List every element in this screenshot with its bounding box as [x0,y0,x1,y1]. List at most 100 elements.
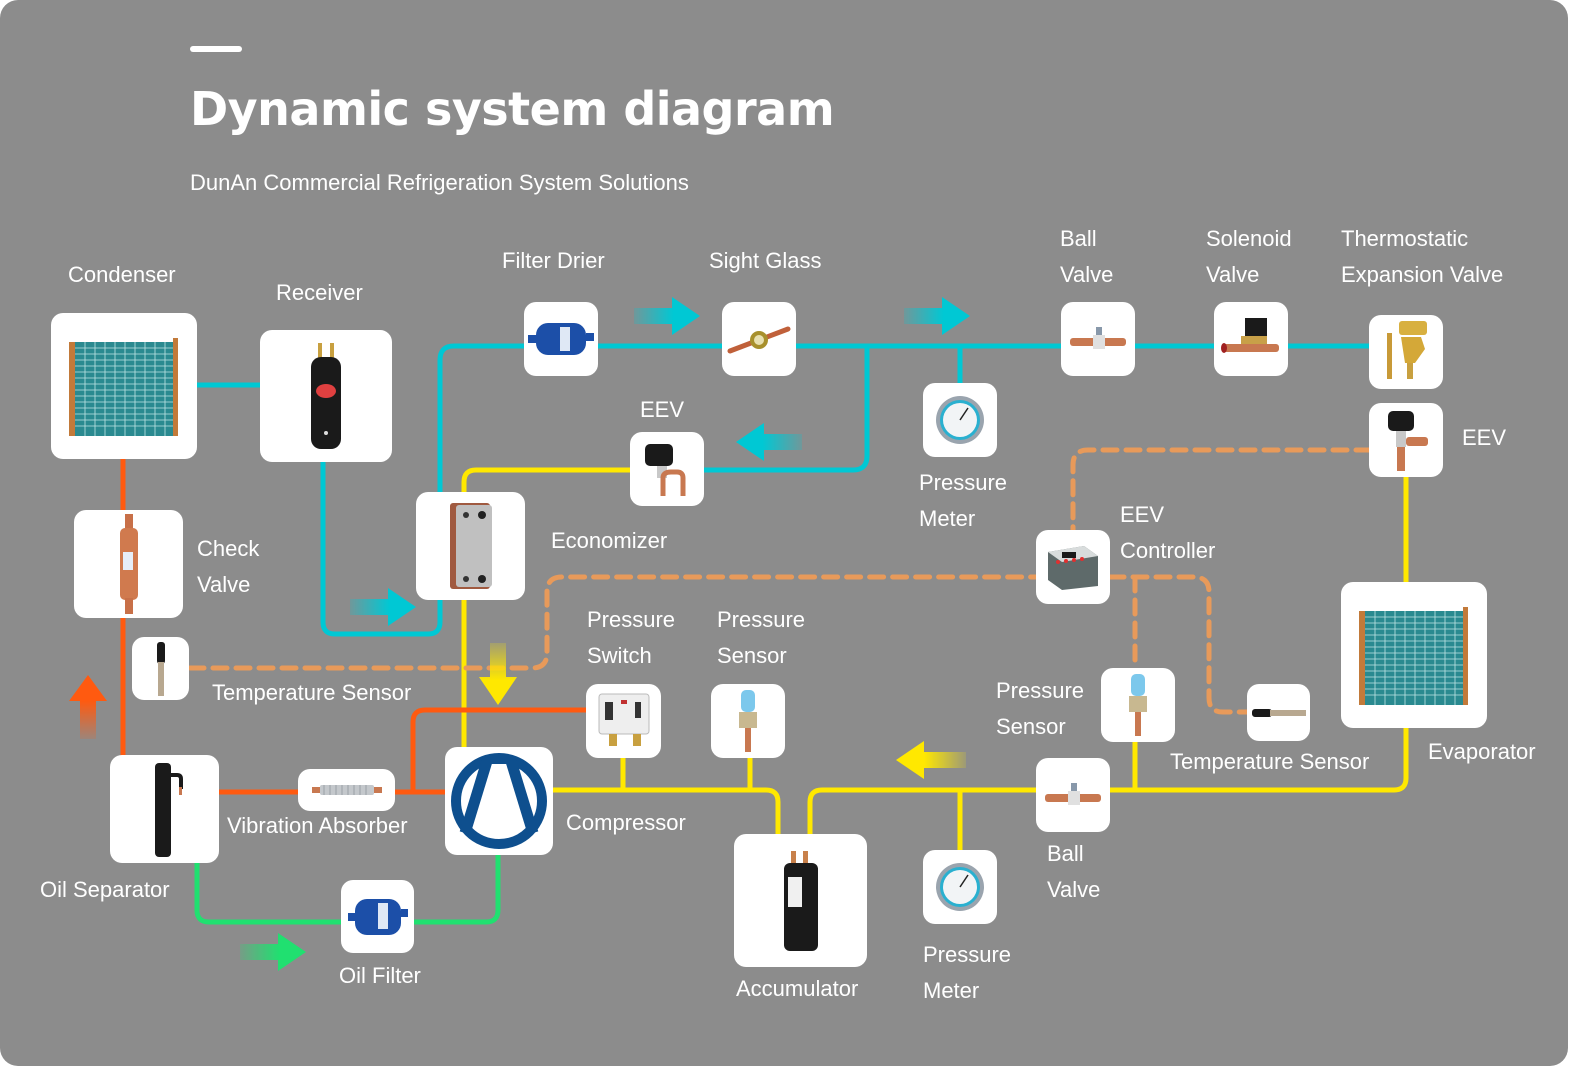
pressure-sensor-mid-node[interactable] [711,684,785,758]
thermostatic-expansion-valve-icon [1387,321,1427,379]
ball-valve-bottom-label-line1: Ball [1047,841,1084,866]
solenoid-valve-label-line1: Solenoid [1206,226,1292,251]
ball-valve-bottom-node[interactable] [1036,758,1110,832]
signal-line-controller-right [1107,574,1250,715]
compressor-node[interactable] [445,747,553,855]
solenoid-valve-node[interactable] [1214,302,1288,376]
sight-glass-node[interactable] [722,302,796,376]
flow-arrow-liquid-right-2 [904,297,970,335]
pressure-gauge-icon [936,863,984,911]
pressure-switch-icon [598,693,649,746]
pressure-sensor-mid-label-line1: Pressure [717,607,806,632]
evaporator-label: Evaporator [1428,739,1536,764]
flow-arrow-suction-left [896,741,966,779]
flow-arrow-liquid-left [736,423,802,461]
eev-controller-icon [1048,546,1098,590]
temperature-sensor-right-label: Temperature Sensor [1170,749,1370,774]
oil-filter-node[interactable] [341,880,414,953]
title-accent-bar [190,46,242,52]
eev-economizer-node[interactable] [630,432,704,506]
condenser-node[interactable] [51,313,197,459]
flow-arrow-discharge-up [69,675,107,739]
pressure-meter-bottom-label-line2: Meter [923,978,980,1003]
suction-line-eev-economizer [461,467,638,498]
pressure-sensor-right-node[interactable] [1101,668,1175,742]
pressure-sensor-right-label-line1: Pressure [996,678,1085,703]
plate-heat-exchanger-icon [449,503,492,589]
flow-arrow-oil-right [240,933,306,971]
eev-controller-node[interactable] [1036,530,1110,604]
oil-separator-node[interactable] [110,755,219,863]
pressure-sensor-right-label-line2: Sensor [996,714,1066,739]
signal-line-temp-sensor-left [187,574,1040,671]
receiver-node[interactable] [260,330,392,462]
pressure-sensor-mid-label-line2: Sensor [717,643,787,668]
pressure-switch-label-line1: Pressure [587,607,676,632]
temperature-sensor-right-node[interactable] [1247,684,1310,741]
check-valve-label-line2: Valve [197,572,251,597]
pressure-switch-node[interactable] [586,684,661,758]
liquid-line-branch-eev [697,343,870,473]
liquid-line-receiver-economizer [320,343,1373,637]
eev-icon [1388,411,1428,471]
compressor-label: Compressor [566,810,686,835]
vibration-absorber-icon [311,785,382,795]
accumulator-label: Accumulator [736,976,859,1001]
ball-valve-bottom-label-line2: Valve [1047,877,1101,902]
accumulator-icon [783,850,818,951]
pressure-switch-label-line2: Switch [587,643,652,668]
vibration-absorber-label: Vibration Absorber [227,813,408,838]
temperature-sensor-left-node[interactable] [132,637,189,700]
page-subtitle: DunAn Commercial Refrigeration System So… [190,170,689,195]
suction-line-compressor-accumulator [550,787,781,837]
filter-drier-label: Filter Drier [502,248,605,273]
temperature-probe-icon [1251,708,1306,717]
eev-controller-label-line2: Controller [1120,538,1216,563]
temperature-sensor-left-label: Temperature Sensor [212,680,412,705]
receiver-label: Receiver [276,280,363,305]
ball-valve-top-label-line1: Ball [1060,226,1097,251]
evaporator-node[interactable] [1341,582,1487,728]
discharge-line-pressure-switch [410,707,591,795]
pressure-meter-top-label-line1: Pressure [919,470,1008,495]
eev-right-label: EEV [1462,425,1507,450]
evaporator-icon [1359,607,1468,705]
pressure-sensor-icon [739,690,757,752]
flow-arrow-suction-down [479,643,517,705]
accumulator-node[interactable] [734,834,867,967]
txv-label-line2: Expansion Valve [1341,262,1504,287]
eev-economizer-label: EEV [640,397,685,422]
oil-separator-icon [154,763,183,857]
economizer-label: Economizer [551,528,668,553]
check-valve-label-line1: Check [197,536,260,561]
pressure-sensor-icon [1129,674,1147,736]
ball-valve-icon [1045,783,1101,805]
solenoid-valve-icon [1221,318,1279,353]
filter-drier-node[interactable] [524,302,598,376]
flow-arrow-liquid-right-1 [634,297,700,335]
solenoid-valve-label-line2: Valve [1206,262,1260,287]
ball-valve-icon [1070,327,1126,349]
ball-valve-top-label-line2: Valve [1060,262,1114,287]
signal-line-eev-controller [1070,447,1373,533]
check-valve-node[interactable] [74,510,183,618]
txv-node[interactable] [1369,315,1443,389]
filter-drier-icon [528,323,594,355]
eev-controller-label-line1: EEV [1120,502,1165,527]
oil-filter-label: Oil Filter [339,963,421,988]
pressure-gauge-icon [936,396,984,444]
eev-right-node[interactable] [1369,403,1443,477]
pressure-meter-top-node[interactable] [923,383,997,457]
sight-glass-icon [727,326,791,354]
vibration-absorber-node[interactable] [298,769,395,811]
eev-icon [645,444,686,496]
sight-glass-label: Sight Glass [709,248,822,273]
pressure-meter-bottom-node[interactable] [923,850,997,924]
oil-separator-label: Oil Separator [40,877,170,902]
receiver-icon [311,343,341,449]
check-valve-icon [119,514,138,614]
ball-valve-top-node[interactable] [1061,302,1135,376]
temperature-probe-icon [156,641,165,696]
economizer-node[interactable] [416,492,525,600]
